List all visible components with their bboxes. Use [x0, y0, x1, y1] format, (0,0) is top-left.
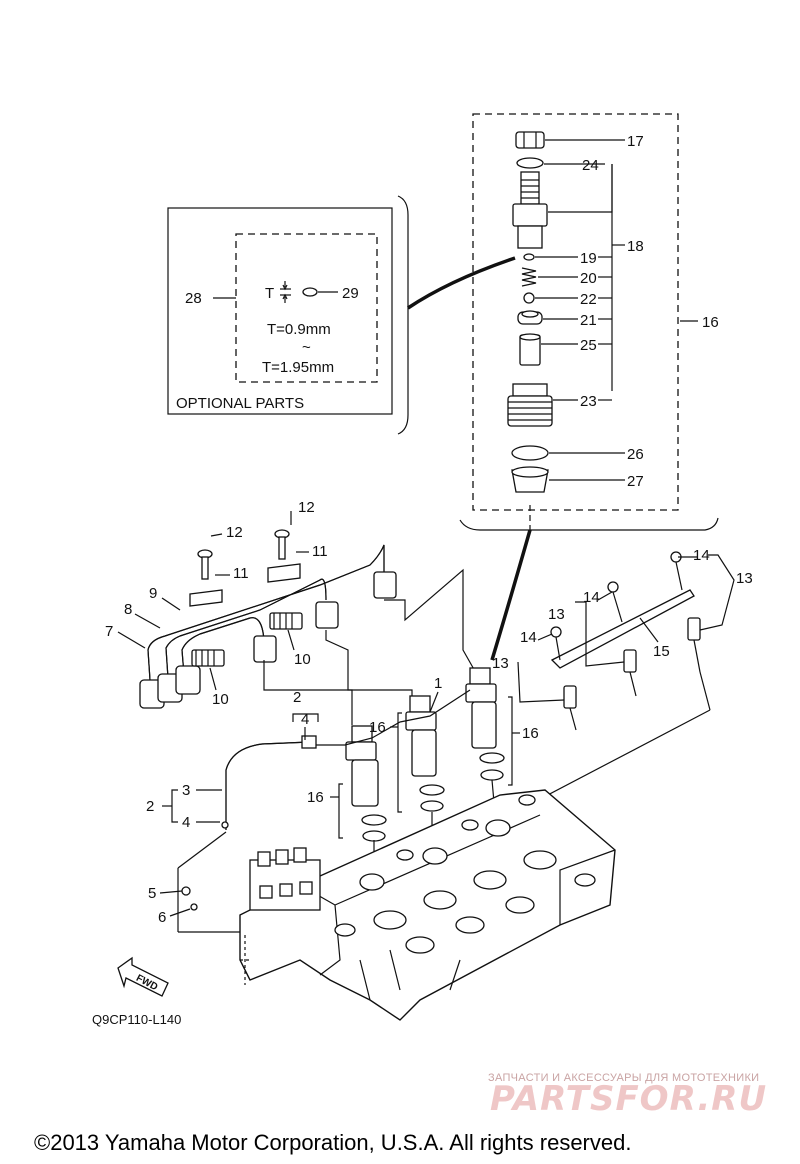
washer-icon — [516, 157, 544, 169]
callout-14-c: 14 — [520, 629, 537, 646]
watermark: ЗАПЧАСТИ И АКСЕССУАРЫ ДЛЯ МОТОТЕХНИКИ PA… — [488, 1072, 767, 1119]
nozzle-nut-icon — [507, 383, 553, 427]
glow-plug-icon — [687, 617, 701, 673]
callout-17: 17 — [627, 133, 644, 150]
injection-pipes — [139, 529, 481, 725]
watermark-tagline: ЗАПЧАСТИ И АКСЕССУАРЫ ДЛЯ МОТОТЕХНИКИ — [488, 1072, 759, 1084]
callout-21: 21 — [580, 312, 597, 329]
callout-22: 22 — [580, 291, 597, 308]
fwd-label: FWD — [134, 973, 159, 993]
nozzle-exploded-box: 17 24 18 19 20 22 21 25 23 26 27 16 — [459, 113, 719, 531]
callout-24: 24 — [582, 157, 599, 174]
callout-10-a: 10 — [294, 651, 311, 668]
callout-5: 5 — [148, 885, 156, 902]
callout-20: 20 — [580, 270, 597, 287]
callout-11-a: 11 — [312, 543, 328, 560]
callout-11-b: 11 — [233, 565, 249, 582]
glow-plug-group — [499, 551, 711, 821]
callout-27: 27 — [627, 473, 644, 490]
callout-8: 8 — [124, 601, 132, 618]
callout-4: 4 — [182, 814, 190, 831]
callout-10-b: 10 — [212, 691, 229, 708]
callout-13-a: 13 — [736, 570, 753, 587]
lead-bar-icon — [550, 589, 695, 669]
link-line-optional — [407, 256, 516, 310]
callout-25: 25 — [580, 337, 597, 354]
nozzle-tip-icon — [519, 333, 541, 366]
injector-icon — [465, 667, 505, 781]
callout-14-a: 14 — [693, 547, 710, 564]
thickness-symbol: T — [265, 285, 274, 302]
callout-29: 29 — [342, 285, 359, 302]
nut-icon — [515, 131, 545, 149]
callout-13-c: 13 — [492, 655, 509, 672]
retainer-icon — [517, 310, 543, 325]
callout-16-top: 16 — [702, 314, 719, 331]
seat-icon — [523, 292, 535, 304]
callout-1: 1 — [434, 675, 442, 692]
cylinder-head-icon — [239, 789, 616, 1021]
callout-2: 2 — [146, 798, 154, 815]
callout-2-top: 2 — [293, 689, 301, 706]
callout-12-a: 12 — [298, 499, 315, 516]
fwd-arrow-icon: FWD — [117, 956, 169, 997]
thickness-range-mark: ~ — [302, 339, 311, 356]
callout-6: 6 — [158, 909, 166, 926]
callout-16-c: 16 — [307, 789, 324, 806]
callout-15: 15 — [653, 643, 670, 660]
bolt-icon — [197, 529, 290, 580]
gasket-icon — [511, 445, 549, 461]
callout-3: 3 — [182, 782, 190, 799]
copyright-text: ©2013 Yamaha Motor Corporation, U.S.A. A… — [34, 1130, 631, 1155]
callout-26: 26 — [627, 446, 644, 463]
shim-icon — [302, 287, 318, 297]
thickness-min: T=0.9mm — [267, 321, 331, 338]
callout-16-b: 16 — [369, 719, 386, 736]
thickness-max: T=1.95mm — [262, 359, 334, 376]
optional-parts-title: OPTIONAL PARTS — [176, 395, 304, 412]
link-line-nozzle — [490, 529, 532, 661]
callout-23: 23 — [580, 393, 597, 410]
callout-19: 19 — [580, 250, 597, 267]
callout-4-top: 4 — [301, 711, 309, 728]
callout-18: 18 — [627, 238, 644, 255]
optional-parts-box: 28 29 T T=0.9mm ~ T=1.95mm OPTIONAL PART… — [167, 195, 409, 435]
spring-icon — [521, 267, 537, 287]
callout-13-b: 13 — [548, 606, 565, 623]
seal-icon — [511, 466, 549, 493]
callout-16-a: 16 — [522, 725, 539, 742]
callout-14-b: 14 — [583, 589, 600, 606]
watermark-brand: PARTSFOR.RU — [490, 1079, 767, 1119]
callout-28: 28 — [185, 290, 202, 307]
drawing-code: Q9CP110-L140 — [92, 1012, 181, 1027]
nozzle-holder-icon — [512, 171, 548, 249]
small-shim-icon — [523, 253, 535, 261]
callout-9: 9 — [149, 585, 157, 602]
bracket-icon — [267, 563, 301, 583]
callout-7: 7 — [105, 623, 113, 640]
callout-12-b: 12 — [226, 524, 243, 541]
